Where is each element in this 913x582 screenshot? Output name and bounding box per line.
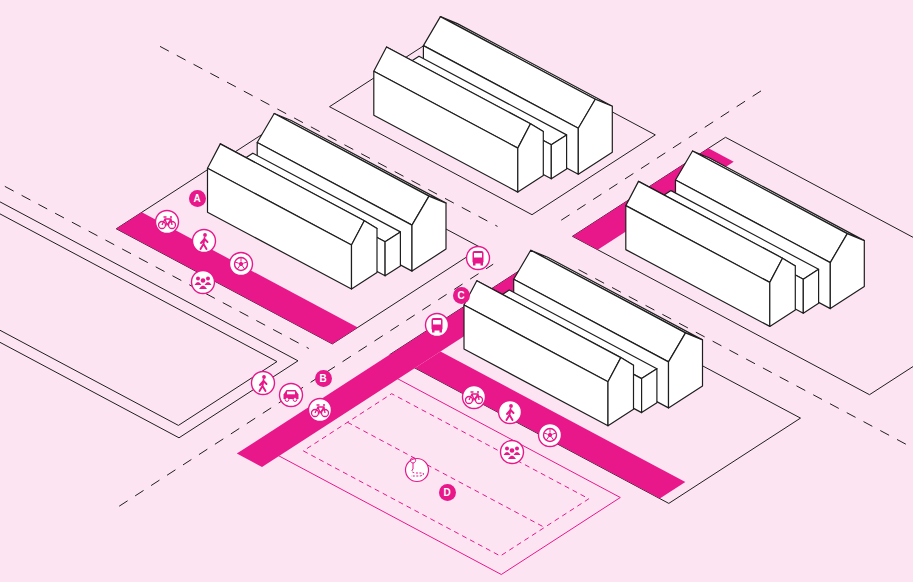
building-layer <box>208 17 865 426</box>
car-icon <box>280 384 303 407</box>
gable-end <box>608 358 634 426</box>
callout-letter: D <box>439 484 456 501</box>
gable-end <box>352 221 378 289</box>
gable-end <box>412 196 446 271</box>
square-path <box>348 422 545 527</box>
group-icon <box>192 271 215 294</box>
ground-layer <box>0 27 913 575</box>
bike-icon <box>309 399 332 422</box>
bus-icon <box>467 247 490 270</box>
building-wall <box>464 305 608 426</box>
group-icon <box>501 441 524 464</box>
bike-icon <box>463 386 486 409</box>
building <box>374 47 544 192</box>
building <box>464 281 634 426</box>
gable-end <box>578 99 612 174</box>
gable-end <box>385 232 400 276</box>
route-icon <box>406 458 429 482</box>
gable-end <box>551 135 566 179</box>
building-wall <box>374 71 518 192</box>
walk-icon <box>252 372 275 395</box>
callout-letter: C <box>453 287 470 304</box>
callout-letter: B <box>315 370 332 387</box>
block-curb <box>116 133 481 344</box>
walk-icon <box>193 230 216 253</box>
ball-icon <box>539 424 562 447</box>
lane-marking <box>119 264 493 506</box>
bus-icon <box>426 314 449 337</box>
icon-layer <box>156 211 562 482</box>
square-inner-outline <box>303 394 589 556</box>
callout-letter: A <box>189 190 206 207</box>
building <box>626 181 796 326</box>
building-wall <box>208 168 352 289</box>
ball-icon <box>230 253 253 276</box>
bike-icon <box>156 211 179 234</box>
building-wall <box>626 206 770 327</box>
gable-end <box>642 369 657 413</box>
gable-end <box>518 124 544 192</box>
gable-end <box>770 258 796 326</box>
walk-icon <box>499 401 522 424</box>
gable-end <box>803 269 818 313</box>
gable-end <box>669 333 703 408</box>
building <box>208 144 378 289</box>
gable-end <box>830 234 864 309</box>
